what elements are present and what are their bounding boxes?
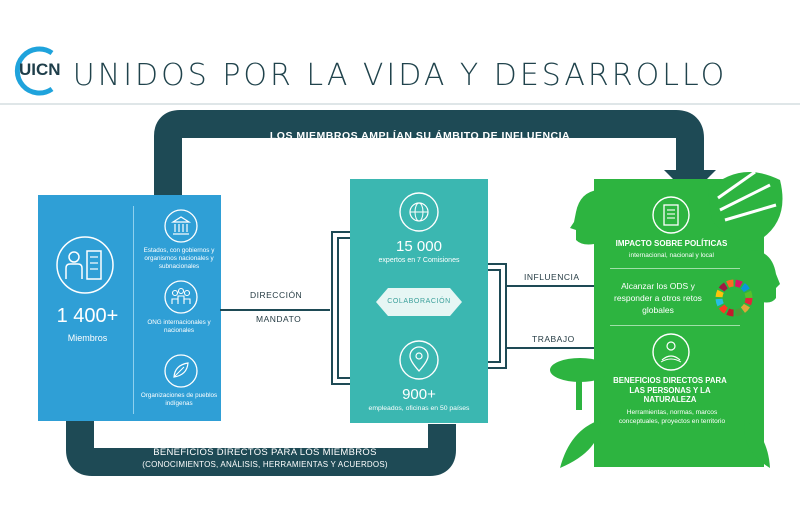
leaf-hands-icon (164, 354, 198, 388)
policy-title: IMPACTO SOBRE POLÍTICAS (615, 239, 728, 248)
members-people-icon (56, 236, 114, 294)
bottom-banner-subtitle: (CONOCIMIENTOS, ANÁLISIS, HERRAMIENTAS Y… (142, 460, 388, 469)
ods-divider (610, 268, 740, 269)
bottom-banner-title: BENEFICIOS DIRECTOS PARA LOS MIEMBROS (153, 447, 377, 458)
ods-text: Alcanzar los ODS y responder a otros ret… (614, 281, 702, 315)
work-label: TRABAJO (532, 334, 575, 344)
page-title: UNIDOS POR LA VIDA Y DESARROLLO (72, 58, 728, 93)
people-nature-icon (652, 333, 690, 371)
left-connector (220, 231, 350, 385)
ngo-people-icon (164, 280, 198, 314)
uicn-logo-icon (14, 46, 54, 96)
members-label: Miembros (67, 333, 108, 343)
collaboration-hexagon (376, 288, 462, 316)
logo-text: UICN (19, 60, 61, 79)
benefits-title: BENEFICIOS DIRECTOS PARA LAS PERSONAS Y … (613, 376, 727, 404)
top-banner-subtitle: A TRAVÉS DEL CONGRESO MUNDIAL DE LA NATU… (297, 144, 543, 153)
direction-label: DIRECCIÓN (250, 290, 303, 300)
experts-label: expertos en 7 Comisiones (378, 257, 460, 264)
staff-label: empleados, oficinas en 50 países (368, 405, 470, 412)
collaboration-label: COLABORACIÓN (387, 298, 451, 305)
mandate-label: MANDATO (256, 314, 302, 324)
staff-count: 900+ (402, 386, 436, 403)
sdg-wheel-icon (715, 279, 753, 317)
experts-count: 15 000 (396, 238, 442, 255)
bottom-banner: BENEFICIOS DIRECTOS PARA LOS MIEMBROS (C… (100, 447, 430, 469)
group-indigenous: Organizaciones de pueblos indígenas (140, 392, 218, 407)
title-divider (0, 103, 800, 105)
influence-label: INFLUENCIA (524, 272, 580, 282)
policy-document-icon (652, 196, 690, 234)
policy-subtitle: internacional, nacional y local (629, 252, 714, 259)
government-building-icon (164, 209, 198, 243)
benefits-subtitle: Herramientas, normas, marcos conceptuale… (618, 409, 726, 425)
nature-silhouettes (550, 170, 783, 468)
globe-icon (399, 192, 439, 232)
group-states: Estados, con gobiernos y organismos naci… (143, 247, 215, 270)
top-banner-title: LOS MIEMBROS AMPLÍAN SU ÁMBITO DE INFLUE… (269, 130, 571, 142)
members-count: 1 400+ (56, 305, 119, 327)
location-pin-icon (399, 340, 439, 380)
benefits-divider (610, 325, 740, 326)
right-connector (488, 263, 594, 369)
members-panel-divider (133, 206, 134, 414)
top-banner: LOS MIEMBROS AMPLÍAN SU ÁMBITO DE INFLUE… (200, 130, 640, 153)
group-ngos: ONG internacionales y nacionales (147, 319, 211, 334)
